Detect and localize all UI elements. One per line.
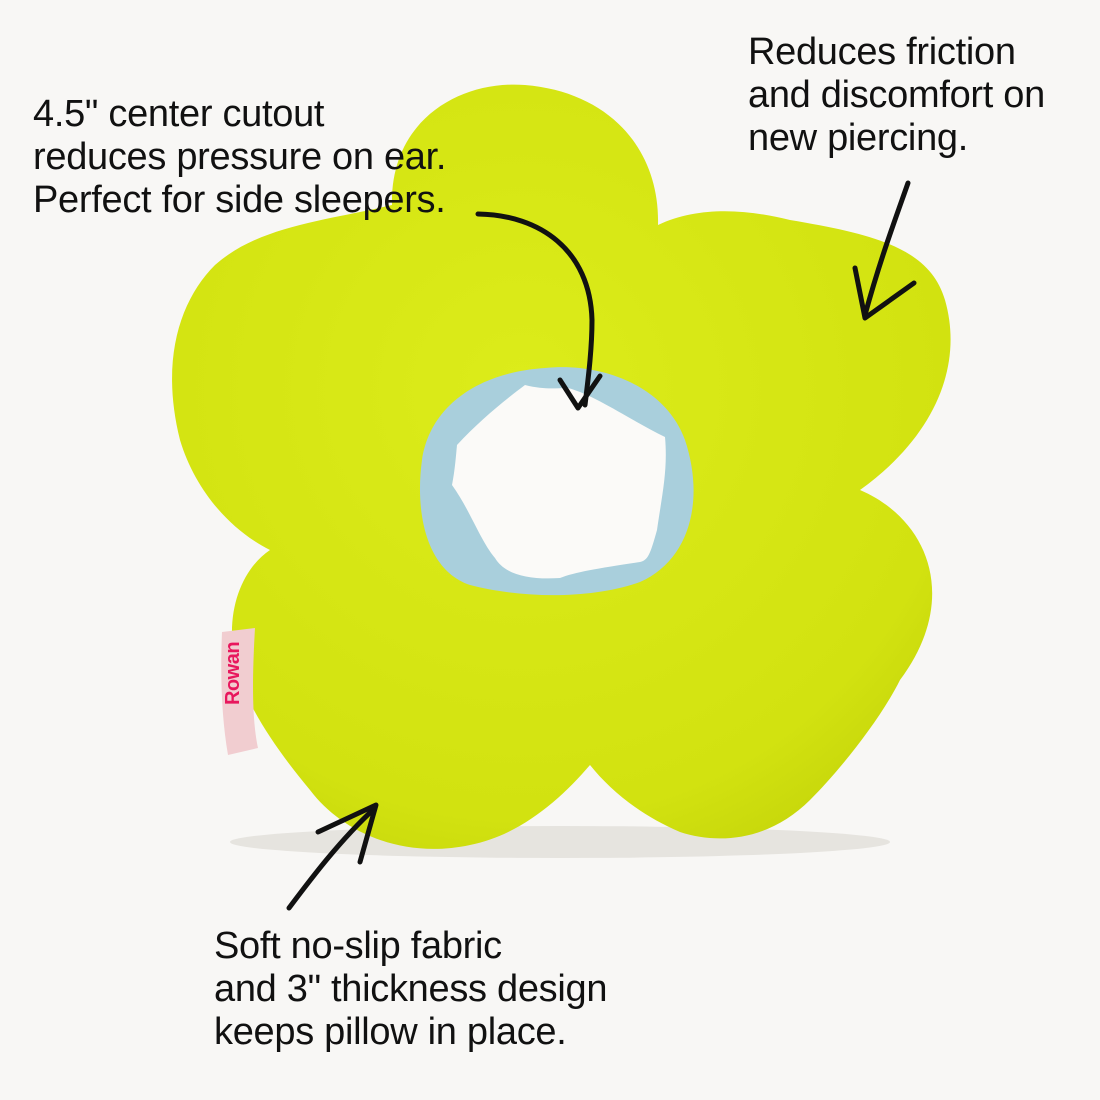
arrow-to-friction bbox=[862, 180, 911, 318]
callout-line: new piercing. bbox=[748, 117, 968, 159]
arrow-to-fabric-head bbox=[315, 802, 379, 865]
arrow-to-cutout bbox=[475, 211, 595, 408]
callout-fabric: Soft no-slip fabric and 3" thickness des… bbox=[214, 925, 607, 1054]
callout-line: Perfect for side sleepers. bbox=[33, 179, 446, 221]
arrow-to-cutout-head bbox=[557, 373, 603, 411]
brand-tag bbox=[221, 628, 258, 755]
callout-line: reduces pressure on ear. bbox=[33, 136, 447, 178]
callout-center-cutout: 4.5" center cutout reduces pressure on e… bbox=[33, 93, 446, 222]
arrow-to-fabric bbox=[286, 805, 378, 911]
callout-line: and discomfort on bbox=[748, 74, 1045, 116]
callout-line: and 3" thickness design bbox=[214, 968, 608, 1010]
brand-tag-label: Rowan bbox=[222, 641, 244, 705]
arrow-to-friction-head bbox=[852, 265, 917, 321]
callout-line: Soft no-slip fabric bbox=[214, 925, 502, 967]
callout-line: Reduces friction bbox=[748, 31, 1016, 73]
center-cutout-hole bbox=[452, 385, 666, 579]
callout-line: 4.5" center cutout bbox=[33, 93, 325, 135]
callout-line: keeps pillow in place. bbox=[214, 1011, 567, 1053]
callout-friction: Reduces friction and discomfort on new p… bbox=[748, 31, 1045, 160]
